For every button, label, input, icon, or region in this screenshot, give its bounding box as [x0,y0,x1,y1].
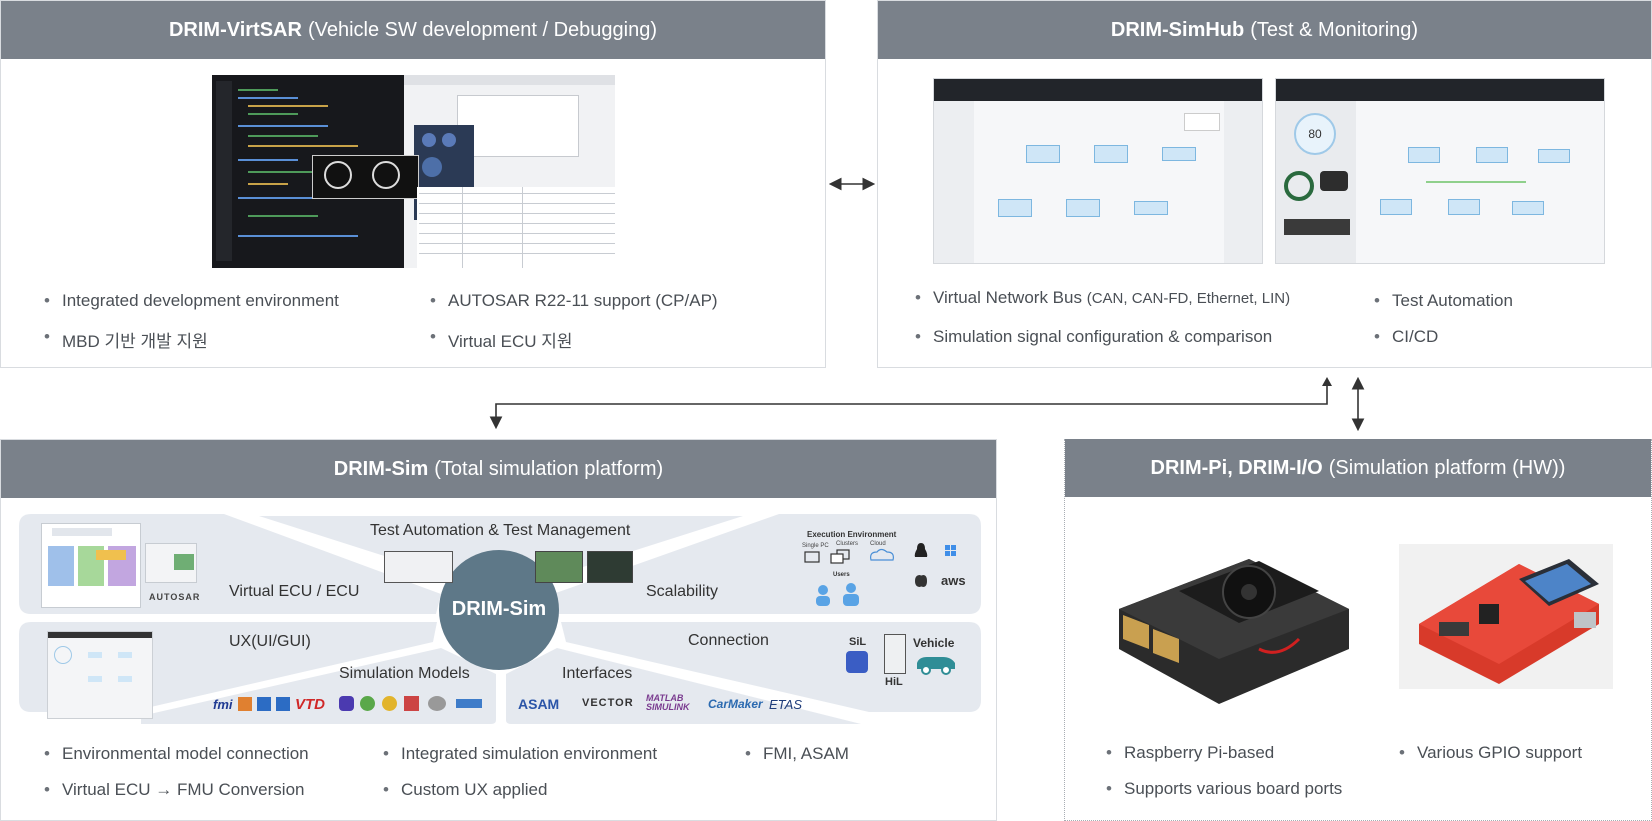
label-simulation-models: Simulation Models [339,665,470,682]
execution-env-single-pc: Single PC [802,543,829,549]
virtsar-bullet: AUTOSAR R22-11 support (CP/AP) [430,291,718,311]
virtsar-ide-screenshot [212,75,615,268]
raspberry-pi-board-image [1119,559,1349,704]
sim-bullet: Environmental model connection [44,744,309,764]
simhub-subtitle: (Test & Monitoring) [1250,18,1419,41]
simhub-bullet-detail: (CAN, CAN-FD, Ethernet, LIN) [1086,290,1291,307]
aws-logo: aws [941,573,966,588]
carmaker-logo: CarMaker [708,697,763,711]
label-ux: UX(UI/GUI) [229,633,311,650]
linux-icon [914,543,928,557]
execution-env-users: Users [833,572,850,578]
simhub-network-screenshot [933,78,1263,264]
sim-title: DRIM-Sim [333,457,429,480]
sil-icon [846,651,868,673]
execution-env-icons [804,548,894,606]
pi-title: DRIM-Pi, DRIM-I/O [1150,456,1323,479]
io-board-image [1399,544,1613,689]
vtd-logo: VTD [295,696,325,713]
apple-icon [915,575,927,587]
test-automation-thumbnail [384,551,453,583]
autosar-logo: AUTOSAR [149,592,201,602]
vehicle-icon [917,657,955,675]
simhub-bullet: CI/CD [1374,327,1438,347]
virtsar-bullet: MBD 기반 개발 지원 [44,327,208,352]
test-automation-thumbnail-3 [587,551,633,583]
sim-bullet: Integrated simulation environment [383,744,657,764]
simhub-sim-arrow [489,379,1328,430]
model-logo-icon [382,696,397,711]
simhub-title: DRIM-SimHub [1110,18,1245,41]
ux-thumbnail [47,631,153,719]
label-connection: Connection [688,632,769,649]
model-logo-icon [428,696,446,711]
sim-bullet: Virtual ECU → FMU Conversion [44,780,305,800]
model-logo-icon [339,696,354,711]
simhub-bullet: Test Automation [1374,291,1513,311]
simhub-header: DRIM-SimHub (Test & Monitoring) [878,1,1651,59]
fmi-logo: fmi [213,697,233,712]
model-logo-icon [238,697,252,711]
model-logo-icon [360,696,375,711]
model-logo-icon [257,697,271,711]
model-logo-icon [456,699,482,708]
simhub-dashboard-screenshot: 80 [1275,78,1605,264]
sim-header: DRIM-Sim (Total simulation platform) [1,440,996,498]
vector-logo: VECTOR [582,697,634,709]
simhub-bullet-main: Virtual Network Bus [933,288,1082,307]
wedge-connection [561,622,981,712]
drim-sim-center-circle [439,550,559,670]
sim-bullet: Custom UX applied [383,780,548,800]
virtual-ecu-thumbnail [41,523,141,608]
label-virtual-ecu: Virtual ECU / ECU [229,583,360,600]
label-scalability: Scalability [646,583,719,600]
wedge-interfaces [506,648,861,724]
virtsar-subtitle: (Vehicle SW development / Debugging) [307,18,658,41]
pi-bullet: Various GPIO support [1399,743,1582,763]
simhub-bullet: Simulation signal configuration & compar… [915,327,1272,347]
wedge-test-automation [259,516,743,574]
etas-logo: ETAS [769,697,802,712]
virtsar-title: DRIM-VirtSAR [168,18,302,41]
execution-env-cloud: Cloud [870,541,886,547]
dashboard-gauge-value: 80 [1308,127,1322,141]
virtsar-header: DRIM-VirtSAR (Vehicle SW development / D… [1,1,825,59]
virtual-ecu-thumbnail-2 [145,543,197,583]
simhub-bullet: Virtual Network Bus (CAN, CAN-FD, Ethern… [915,288,1291,308]
windows-icon [945,545,950,550]
virtsar-panel: DRIM-VirtSAR (Vehicle SW development / D… [0,0,826,368]
drim-sim-center-label: DRIM-Sim [451,598,547,620]
model-logo-icon [404,696,419,711]
pi-header: DRIM-Pi, DRIM-I/O (Simulation platform (… [1065,439,1651,497]
execution-env-title: Execution Environment [807,530,897,539]
sim-bullet: FMI, ASAM [745,744,849,764]
simhub-panel: DRIM-SimHub (Test & Monitoring) 80 Virtu… [877,0,1652,368]
connection-sil-label: SiL [849,636,867,648]
asam-logo: ASAM [518,696,560,712]
matlab-simulink-logo: MATLAB SIMULINK [646,693,690,712]
pi-panel: DRIM-Pi, DRIM-I/O (Simulation platform (… [1064,439,1652,821]
label-test-automation: Test Automation & Test Management [370,522,631,539]
pi-bullet: Supports various board ports [1106,779,1342,799]
pi-bullet: Raspberry Pi-based [1106,743,1274,763]
virtsar-bullet: Integrated development environment [44,291,339,311]
wedge-scalability [553,514,981,614]
execution-env-clusters: Clusters [836,541,859,547]
connection-vehicle-label: Vehicle [913,636,955,650]
hil-rack-icon [884,634,906,674]
sim-subtitle: (Total simulation platform) [434,457,664,480]
connection-hil-label: HiL [885,676,903,688]
virtsar-bullet: Virtual ECU 지원 [430,327,572,352]
os-icons [914,543,956,587]
model-logo-icon [276,697,290,711]
sim-panel: DRIM-Sim (Total simulation platform) DRI… [0,439,997,821]
label-interfaces: Interfaces [562,665,633,682]
test-automation-thumbnail-2 [535,551,583,583]
pi-subtitle: (Simulation platform (HW)) [1328,456,1566,479]
